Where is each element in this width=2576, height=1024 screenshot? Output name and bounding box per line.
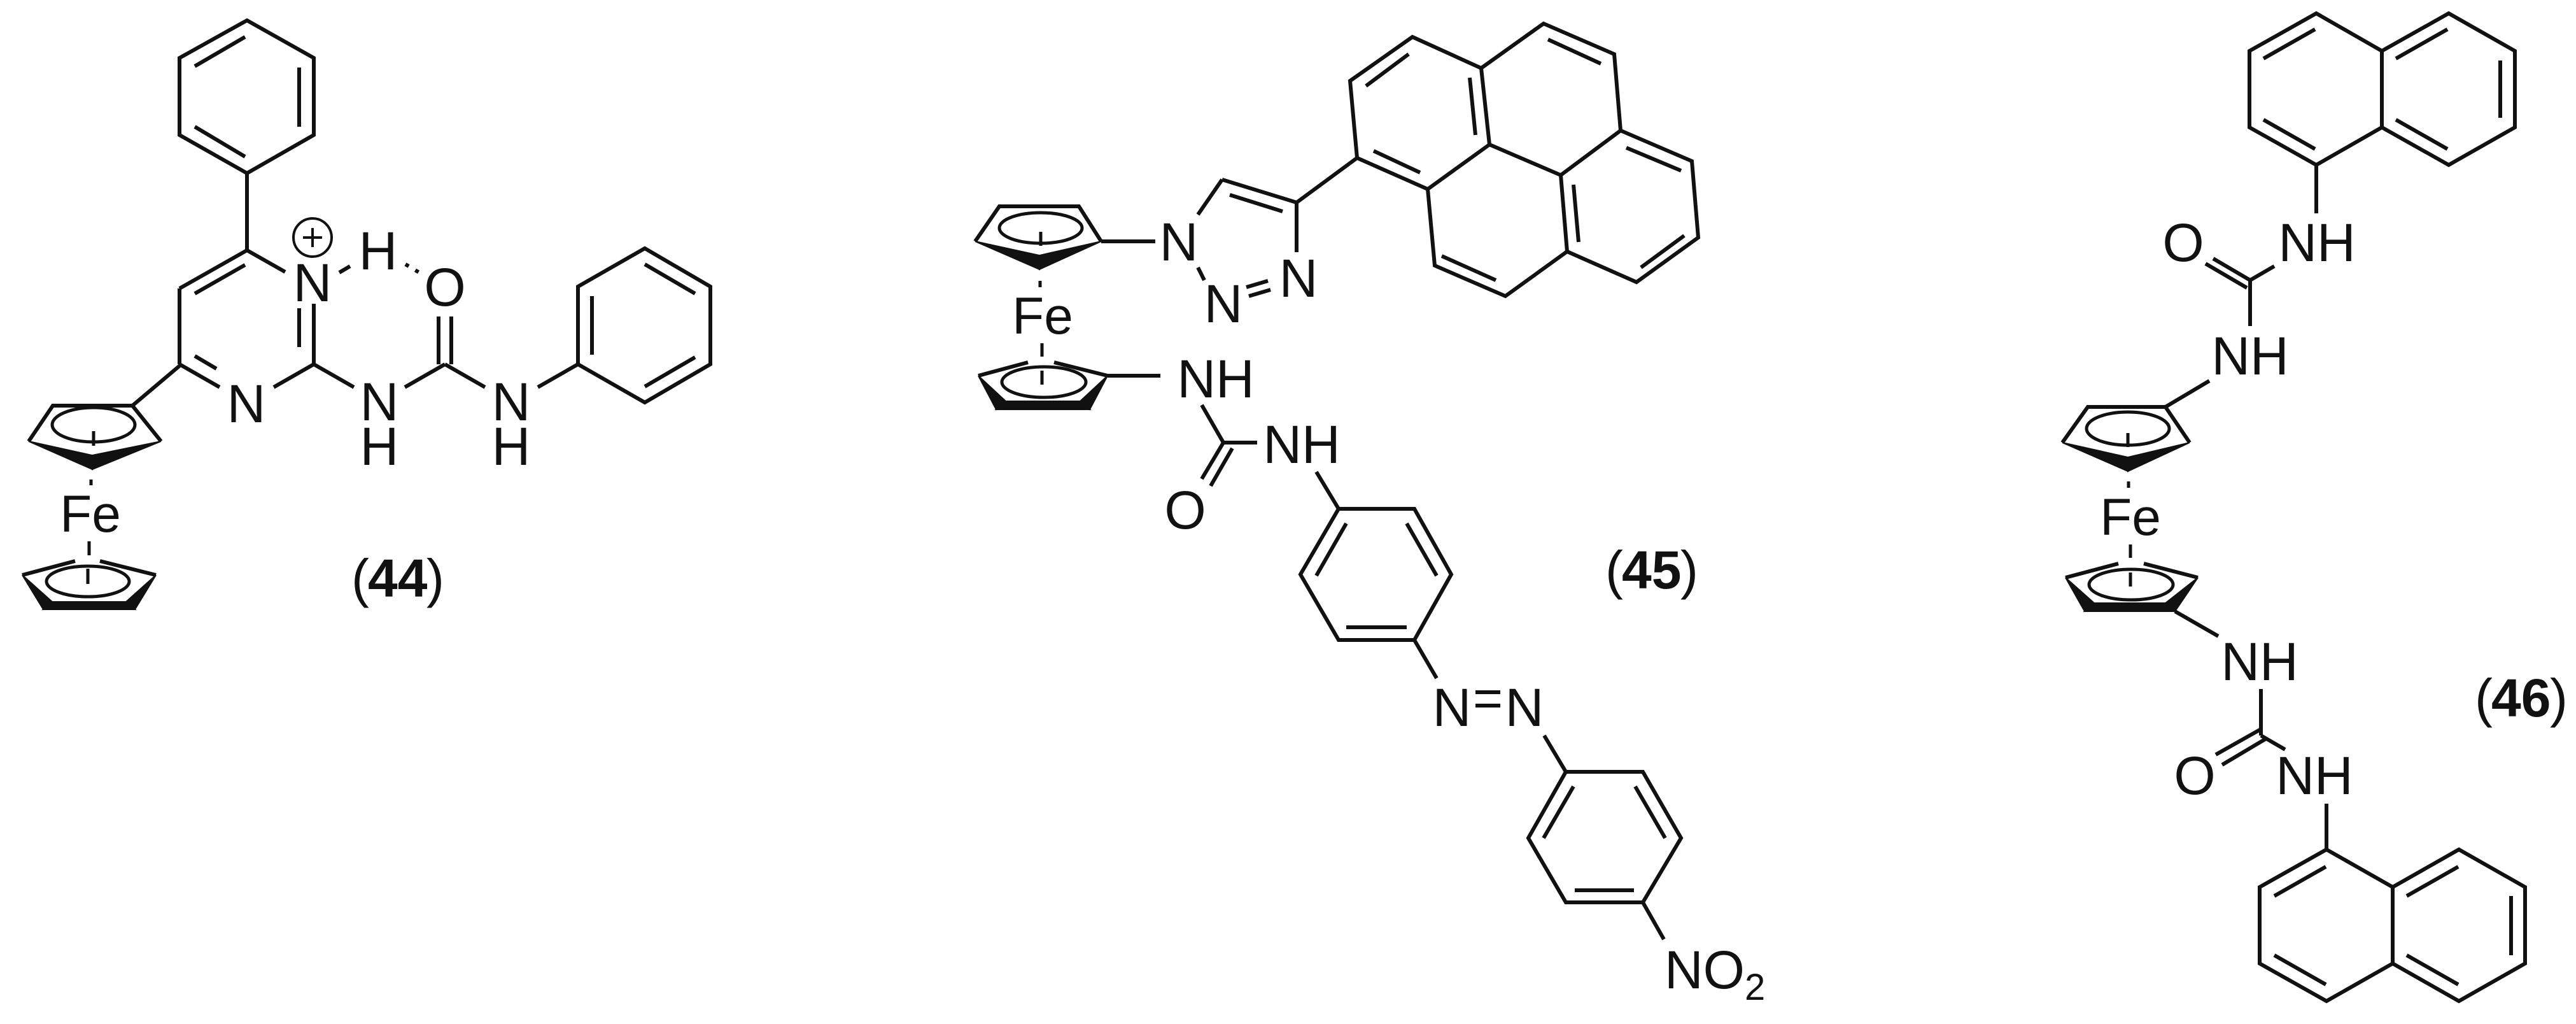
svg-text:44: 44 xyxy=(368,548,428,608)
compound-45: Fe N N N xyxy=(973,21,1765,1008)
svg-text:46: 46 xyxy=(2491,668,2551,728)
positive-charge-icon xyxy=(292,217,333,258)
compound-46: NH O NH Fe NH O xyxy=(2060,11,2568,1004)
cyclopentadienyl-ring-top xyxy=(973,204,1103,271)
svg-text:(: ( xyxy=(1605,540,1623,600)
atom-fe: Fe xyxy=(2100,488,2161,546)
atom-fe: Fe xyxy=(60,485,121,543)
atom-bottom-nh-naph: NH xyxy=(2276,746,2353,806)
naphthalene-bottom xyxy=(2258,847,2527,1004)
cyclopentadienyl-ring-bottom xyxy=(22,559,157,611)
cyclopentadienyl-ring-bottom xyxy=(978,360,1108,411)
atom-azo-n1: N xyxy=(1433,678,1472,737)
svg-text:): ) xyxy=(1680,540,1698,600)
atom-urea-n-left: N xyxy=(360,372,399,432)
svg-text:): ) xyxy=(2550,668,2568,728)
atom-h-hbond: H xyxy=(359,221,398,281)
hydrogen-bond-dots xyxy=(404,262,423,276)
triazole-ring: N N N xyxy=(1160,178,1318,334)
atom-azo-n2: N xyxy=(1505,678,1544,737)
nitrophenyl-ring xyxy=(1526,770,1684,904)
atom-urea-n-right: N xyxy=(492,372,531,432)
svg-text:(: ( xyxy=(2475,668,2493,728)
atom-top-o: O xyxy=(2162,213,2204,273)
svg-text:(: ( xyxy=(351,548,369,608)
svg-text:45: 45 xyxy=(1622,540,1681,600)
atom-triazole-n3: N xyxy=(1279,248,1318,308)
atom-bottom-o: O xyxy=(2174,746,2215,806)
phenyl-ring-top xyxy=(178,18,316,176)
phenylene-ring-1 xyxy=(1298,507,1454,642)
pyrene xyxy=(1348,21,1701,299)
atom-urea-h-left: H xyxy=(360,416,399,476)
cyclopentadienyl-ring-top xyxy=(2060,405,2192,473)
cyclopentadienyl-ring-bottom xyxy=(2065,562,2199,613)
naphthalene-top xyxy=(2248,11,2517,167)
atom-top-nh-naph: NH xyxy=(2278,213,2355,273)
pyrimidinium-ring xyxy=(178,248,316,389)
phenyl-ring-right xyxy=(576,246,712,405)
compound-44: N H O N N H N H Fe xyxy=(22,18,712,611)
nitro-group: NO2 xyxy=(1665,940,1765,1008)
compound-label-45: ( 45 ) xyxy=(1605,540,1698,600)
compound-label-46: ( 46 ) xyxy=(2475,668,2568,728)
atom-pyrimidine-n: N xyxy=(227,374,266,434)
atom-n-plus: N xyxy=(293,253,332,313)
atom-triazole-n1: N xyxy=(1160,212,1199,272)
cyclopentadienyl-ring-top xyxy=(27,404,163,471)
compound-label-44: ( 44 ) xyxy=(351,548,444,608)
atom-carbonyl-o: O xyxy=(1164,480,1206,540)
atom-bottom-nh-cp: NH xyxy=(2221,632,2298,692)
svg-text:): ) xyxy=(426,548,444,608)
atom-urea-h-right: H xyxy=(492,416,531,476)
atom-nh1: NH xyxy=(1177,349,1254,409)
atom-triazole-n2: N xyxy=(1204,274,1243,334)
atom-nh2: NH xyxy=(1263,415,1340,474)
atom-carbonyl-o: O xyxy=(424,257,465,317)
atom-top-nh-cp: NH xyxy=(2211,326,2288,386)
atom-fe: Fe xyxy=(1012,287,1073,345)
